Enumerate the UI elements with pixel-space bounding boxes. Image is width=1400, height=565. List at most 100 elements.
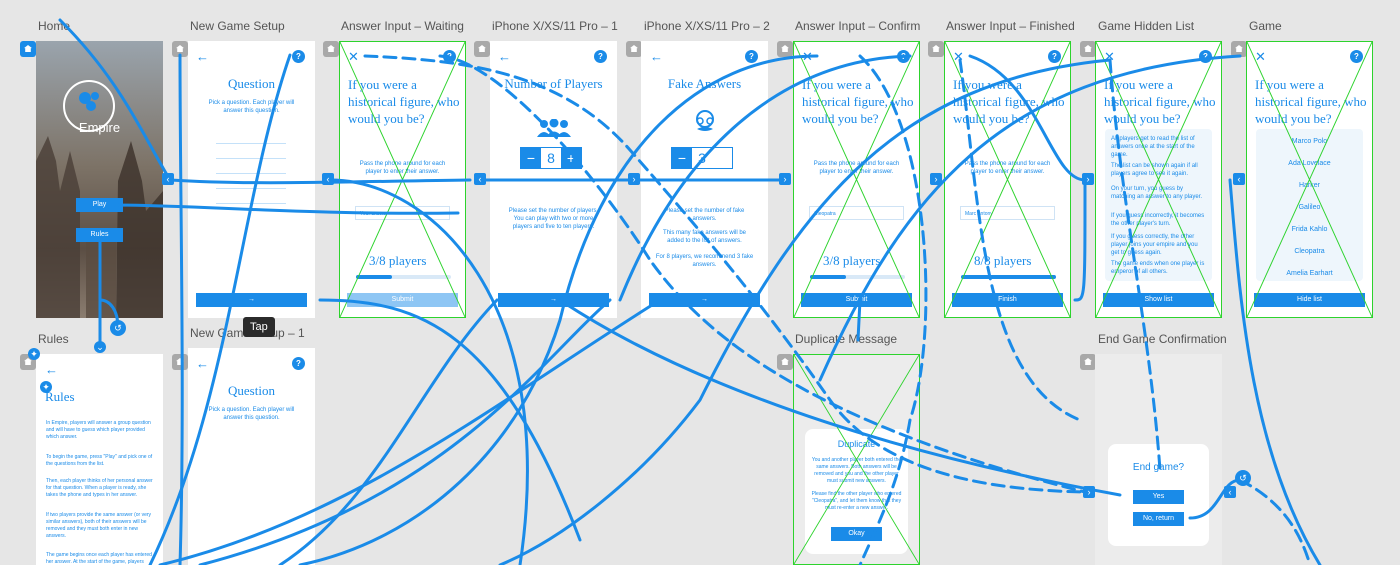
help-icon[interactable]: ?	[292, 357, 305, 370]
artboard-title-fake[interactable]: iPhone X/XS/11 Pro – 2	[644, 19, 770, 33]
home-artboard-icon[interactable]	[474, 41, 490, 57]
yes-button[interactable]: Yes	[1133, 490, 1184, 504]
answer-name[interactable]: Marco Polo	[1291, 138, 1328, 145]
close-icon[interactable]: ✕	[802, 49, 813, 64]
help-icon[interactable]: ?	[745, 50, 758, 63]
rules-paragraph: Then, each player thinks of her personal…	[46, 478, 153, 498]
help-icon[interactable]: ?	[1350, 50, 1363, 63]
players-heading: Number of Players	[504, 76, 603, 91]
help-icon[interactable]: ?	[897, 50, 910, 63]
pin-icon[interactable]: ✦	[28, 348, 40, 360]
link-node-left-icon[interactable]: ‹	[1233, 173, 1245, 185]
link-node-right-icon[interactable]: ›	[1083, 486, 1095, 498]
answer-name[interactable]: Galileo	[1298, 204, 1321, 211]
answer-input[interactable]: Cleopatra	[809, 206, 904, 220]
artboard-title-home[interactable]: Home	[38, 19, 71, 33]
submit-button[interactable]: Submit	[347, 293, 458, 307]
close-icon[interactable]: ✕	[1255, 49, 1266, 64]
progress-bar	[356, 275, 451, 279]
pass-instruction: Pass the phone around for each player to…	[359, 161, 446, 175]
decrement-button[interactable]: −	[521, 148, 541, 168]
link-node-left-icon[interactable]: ‹	[162, 173, 174, 185]
okay-button[interactable]: Okay	[831, 527, 882, 541]
question-list[interactable]	[216, 139, 286, 259]
artboard-title-answer-finished[interactable]: Answer Input – Finished	[946, 19, 1075, 33]
artboard-title-setup[interactable]: New Game Setup	[190, 19, 285, 33]
undo-icon[interactable]: ↺	[1235, 470, 1251, 486]
rules-paragraph: If two players provide the same answer (…	[46, 512, 152, 539]
artboard-title-end-game[interactable]: End Game Confirmation	[1098, 332, 1227, 346]
home-artboard-icon[interactable]	[20, 41, 36, 57]
play-button[interactable]: Play	[76, 198, 123, 212]
link-node-right-icon[interactable]: ›	[779, 173, 791, 185]
home-artboard-icon[interactable]	[172, 354, 188, 370]
hide-list-button[interactable]: Hide list	[1254, 293, 1365, 307]
fake-answers-stepper[interactable]: − 3	[671, 147, 733, 169]
increment-button[interactable]: +	[561, 148, 581, 168]
answer-name[interactable]: Frida Kahlo	[1291, 226, 1328, 233]
setup-1-artboard: ← ? Question Pick a question. Each playe…	[188, 348, 315, 565]
artboard-title-players[interactable]: iPhone X/XS/11 Pro – 1	[492, 19, 618, 33]
home-artboard-icon[interactable]	[928, 41, 944, 57]
home-artboard-icon[interactable]	[1231, 41, 1247, 57]
duplicate-body: You and another player both entered the …	[811, 457, 902, 484]
close-icon[interactable]: ✕	[953, 49, 964, 64]
answer-name[interactable]: Cleopatra	[1294, 248, 1325, 255]
artboard-title-game[interactable]: Game	[1249, 19, 1282, 33]
help-icon[interactable]: ?	[443, 50, 456, 63]
next-button[interactable]: →	[649, 293, 760, 307]
link-node-right-icon[interactable]: ›	[628, 173, 640, 185]
artboard-title-hidden-list[interactable]: Game Hidden List	[1098, 19, 1195, 33]
help-icon[interactable]: ?	[1048, 50, 1061, 63]
link-node-left-icon[interactable]: ‹	[474, 173, 486, 185]
answer-input[interactable]: Your answer	[355, 206, 450, 220]
home-artboard-icon[interactable]	[777, 41, 793, 57]
answer-name[interactable]: Harker	[1298, 182, 1320, 189]
players-description: Please set the number of players. You ca…	[508, 208, 599, 230]
artboard-title-answer-waiting[interactable]: Answer Input – Waiting	[341, 19, 464, 33]
decrement-button[interactable]: −	[672, 148, 692, 168]
close-icon[interactable]: ✕	[1104, 49, 1115, 64]
artboard-title-answer-confirm[interactable]: Answer Input – Confirm	[795, 19, 921, 33]
home-artboard-icon[interactable]	[1080, 41, 1096, 57]
back-arrow-icon[interactable]: ←	[650, 49, 663, 64]
pin-icon[interactable]: ✦	[40, 381, 52, 393]
submit-button[interactable]: Submit	[801, 293, 912, 307]
show-list-button[interactable]: Show list	[1103, 293, 1214, 307]
help-icon[interactable]: ?	[1199, 50, 1212, 63]
back-arrow-icon[interactable]: ←	[196, 356, 209, 371]
link-node-left-icon[interactable]: ‹	[1224, 486, 1236, 498]
rules-button[interactable]: Rules	[76, 228, 123, 242]
help-icon[interactable]: ?	[594, 50, 607, 63]
link-node-right-icon[interactable]: ›	[930, 173, 942, 185]
next-button[interactable]: →	[498, 293, 609, 307]
answer-confirm-artboard: ✕ ? If you were a historical figure, who…	[793, 41, 920, 318]
chevron-down-icon[interactable]: ⌄	[94, 341, 106, 353]
link-node-right-icon[interactable]: ›	[1082, 173, 1094, 185]
artboard-title-duplicate[interactable]: Duplicate Message	[795, 332, 898, 346]
back-arrow-icon[interactable]: ←	[196, 49, 209, 64]
undo-icon[interactable]: ↺	[110, 320, 126, 336]
back-arrow-icon[interactable]: ←	[45, 362, 58, 377]
back-arrow-icon[interactable]: ←	[498, 49, 511, 64]
increment-button[interactable]	[712, 148, 732, 168]
home-artboard-icon[interactable]	[777, 354, 793, 370]
no-return-button[interactable]: No, return	[1133, 512, 1184, 526]
answer-name[interactable]: Amelia Earhart	[1286, 270, 1333, 277]
home-artboard-icon[interactable]	[172, 41, 188, 57]
home-artboard-icon[interactable]	[626, 41, 642, 57]
players-stepper[interactable]: − 8 +	[520, 147, 582, 169]
next-button[interactable]: →	[196, 293, 307, 307]
artboard-title-rules[interactable]: Rules	[38, 332, 69, 346]
home-artboard-icon[interactable]	[323, 41, 339, 57]
rules-paragraph: In Empire, players will answer a group q…	[46, 420, 151, 440]
hidden-list-artboard: ✕ ? If you were a historical figure, who…	[1095, 41, 1222, 318]
players-value: 8	[541, 148, 561, 168]
home-artboard-icon[interactable]	[1080, 354, 1096, 370]
link-node-left-icon[interactable]: ‹	[322, 173, 334, 185]
answer-input[interactable]: Marc Antony	[960, 206, 1055, 220]
finish-button[interactable]: Finish	[952, 293, 1063, 307]
answer-name[interactable]: Ada Lovelace	[1288, 160, 1331, 167]
help-icon[interactable]: ?	[292, 50, 305, 63]
close-icon[interactable]: ✕	[348, 49, 359, 64]
